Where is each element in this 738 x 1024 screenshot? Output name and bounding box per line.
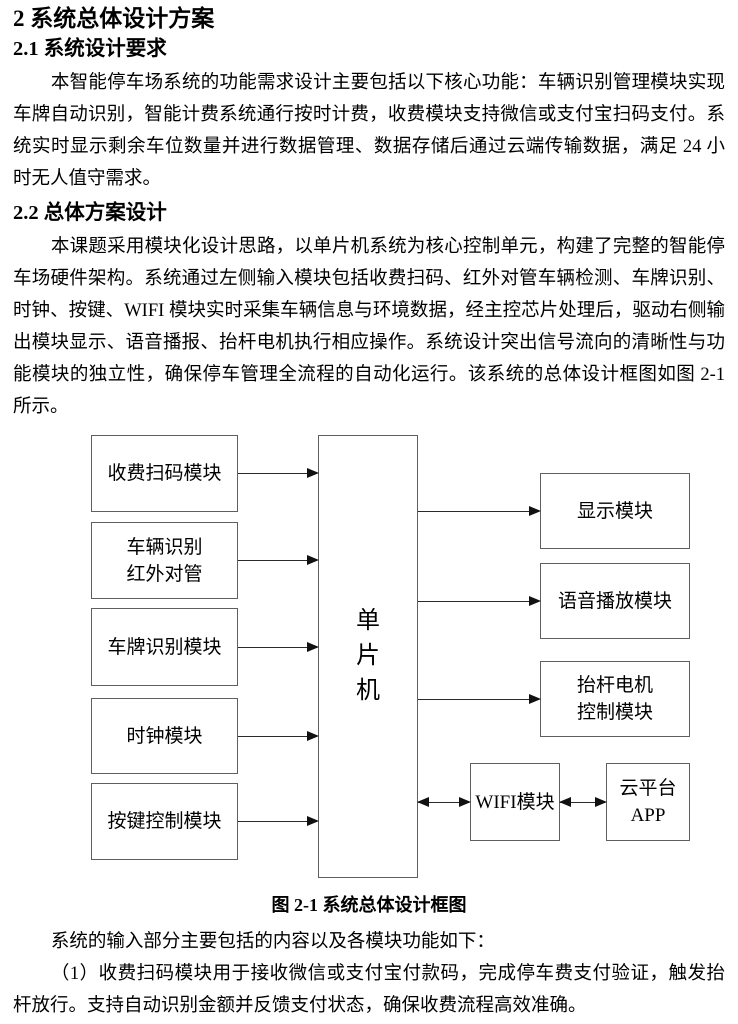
diagram-box-plate-recognition: 车牌识别模块: [91, 608, 238, 686]
arrow-clock-to-mcu: [238, 730, 319, 743]
arrow-wifi-cloud-bidir: [559, 796, 607, 809]
arrowhead-right-icon: [307, 816, 319, 826]
after-figure-paragraph-2: （1）收费扫码模块用于接收微信或支付宝付款码，完成停车费支付验证，触发抬杆放行。…: [13, 964, 725, 1016]
diagram-box-barrier-motor-module: 抬杆电机 控制模块: [540, 661, 690, 737]
arrow-plate-to-mcu: [238, 641, 319, 654]
diagram-box-charge-scan-module: 收费扫码模块: [91, 435, 238, 512]
arrowhead-right-icon: [307, 642, 319, 652]
chapter-heading: 2 系统总体设计方案: [13, 6, 215, 31]
arrow-line: [560, 802, 605, 803]
arrow-line: [418, 511, 539, 512]
diagram-box-vehicle-detect-ir: 车辆识别 红外对管: [91, 522, 238, 599]
arrow-mcu-to-voice: [418, 595, 541, 608]
diagram-box-cloud-app: 云平台APP: [606, 763, 690, 841]
arrow-mcu-to-display: [418, 505, 541, 518]
arrow-charge-scan-to-mcu: [238, 467, 319, 480]
arrow-vehicle-ir-to-mcu: [238, 554, 319, 567]
arrow-line: [418, 601, 539, 602]
arrow-line: [418, 802, 469, 803]
section-2-2-paragraph: 本课题采用模块化设计思路，以单片机系统为核心控制单元，构建了完整的智能停车场硬件…: [13, 237, 725, 417]
arrowhead-left-icon: [417, 797, 429, 807]
arrow-line: [238, 647, 317, 648]
arrowhead-right-icon: [307, 731, 319, 741]
arrowhead-right-icon: [529, 694, 541, 704]
arrow-mcu-wifi-bidir: [417, 796, 471, 809]
section-2-1-paragraph: 本智能停车场系统的功能需求设计主要包括以下核心功能：车辆识别管理模块实现车牌自动…: [13, 73, 725, 189]
arrow-mcu-to-barrier: [418, 693, 541, 706]
arrowhead-right-icon: [307, 555, 319, 565]
arrow-line: [238, 821, 317, 822]
diagram-box-key-control-module: 按键控制模块: [91, 783, 238, 860]
arrowhead-right-icon: [529, 596, 541, 606]
diagram-box-clock-module: 时钟模块: [91, 698, 238, 774]
section-heading-2-1: 2.1 系统设计要求: [13, 38, 167, 60]
arrowhead-right-icon: [459, 797, 471, 807]
diagram-box-wifi-module: WIFI模块: [470, 763, 560, 841]
arrowhead-right-icon: [595, 797, 607, 807]
arrow-key-to-mcu: [238, 815, 319, 828]
arrow-line: [238, 736, 317, 737]
section-heading-2-2: 2.2 总体方案设计: [13, 202, 167, 224]
diagram-box-mcu: 单 片 机: [318, 435, 418, 878]
arrowhead-right-icon: [307, 468, 319, 478]
diagram-box-display-module: 显示模块: [540, 473, 690, 549]
after-figure-paragraph-1: 系统的输入部分主要包括的内容以及各模块功能如下：: [50, 932, 495, 952]
figure-caption: 图 2-1 系统总体设计框图: [271, 895, 467, 915]
arrowhead-right-icon: [529, 506, 541, 516]
figure-diagram: 收费扫码模块车辆识别 红外对管车牌识别模块时钟模块按键控制模块 单 片 机 显示模块…: [13, 427, 725, 879]
arrow-line: [418, 699, 539, 700]
arrowhead-left-icon: [559, 797, 571, 807]
arrow-line: [238, 473, 317, 474]
arrow-line: [238, 560, 317, 561]
diagram-box-voice-play-module: 语音播放模块: [540, 563, 690, 639]
